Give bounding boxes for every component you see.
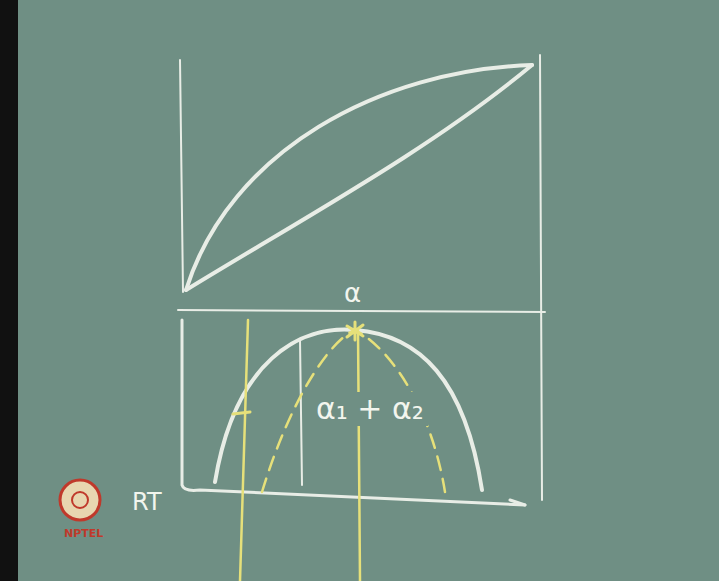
yellow-construction bbox=[233, 320, 445, 581]
lower-plot bbox=[182, 320, 525, 505]
axis-label: RT bbox=[128, 488, 166, 516]
upper-plot bbox=[178, 55, 545, 500]
board-edge bbox=[0, 0, 18, 581]
nptel-emblem bbox=[60, 480, 100, 520]
variable-symbol: α bbox=[340, 278, 365, 308]
logo-text: NPTEL bbox=[60, 526, 107, 541]
phase-label: α₁ + α₂ bbox=[312, 392, 428, 426]
